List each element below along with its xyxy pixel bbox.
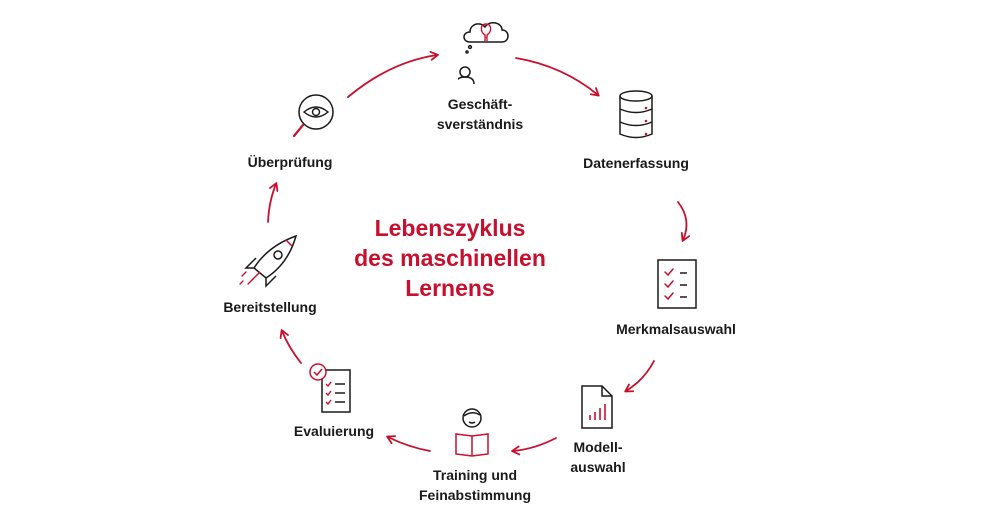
stage-label-business-line1: Geschäft- bbox=[447, 96, 513, 112]
database-icon bbox=[619, 90, 653, 139]
arrow-deployment-to-review bbox=[267, 182, 279, 223]
title-line-3: Lernens bbox=[405, 275, 495, 301]
stage-label-business-line2: sverständnis bbox=[436, 116, 524, 132]
magnifier-eye-icon bbox=[292, 94, 334, 138]
stage-label-review: Überprüfung bbox=[247, 154, 333, 170]
arrow-evaluation-to-deployment bbox=[279, 329, 302, 364]
stage-label-deployment: Bereitstellung bbox=[223, 299, 317, 315]
stage-label-business: Geschäft- sverständnis bbox=[418, 94, 542, 134]
stage-label-evaluation: Evaluierung bbox=[293, 423, 375, 439]
document-chart-icon bbox=[581, 385, 613, 429]
checklist-icon bbox=[657, 259, 697, 309]
arrow-business-to-data bbox=[515, 57, 600, 97]
arrow-data-to-features bbox=[677, 201, 691, 242]
stage-label-model-line1: Modell- bbox=[573, 439, 623, 455]
stage-label-data: Datenerfassung bbox=[583, 155, 689, 171]
stage-label-training: Training und Feinabstimmung bbox=[396, 465, 554, 505]
stage-label-training-line1: Training und bbox=[433, 467, 517, 483]
person-reading-icon bbox=[455, 408, 489, 457]
arrow-training-to-evaluation bbox=[386, 435, 431, 452]
stage-label-features: Merkmalsauswahl bbox=[616, 321, 736, 337]
stage-label-model: Modell- auswahl bbox=[555, 437, 641, 477]
title-line-1: Lebenszyklus bbox=[374, 215, 526, 241]
stage-label-training-line2: Feinabstimmung bbox=[418, 487, 531, 503]
title-line-2: des maschinellen bbox=[354, 245, 546, 271]
arrow-review-to-business bbox=[347, 51, 439, 98]
rocket-icon bbox=[239, 234, 298, 288]
arrow-model-to-training bbox=[511, 437, 557, 456]
stage-label-model-line2: auswahl bbox=[570, 459, 626, 475]
idea-person-icon bbox=[458, 22, 509, 85]
clipboard-check-icon bbox=[309, 363, 351, 413]
diagram-title: Lebenszyklus des maschinellen Lernens bbox=[340, 213, 560, 303]
arrow-features-to-model bbox=[624, 360, 655, 393]
